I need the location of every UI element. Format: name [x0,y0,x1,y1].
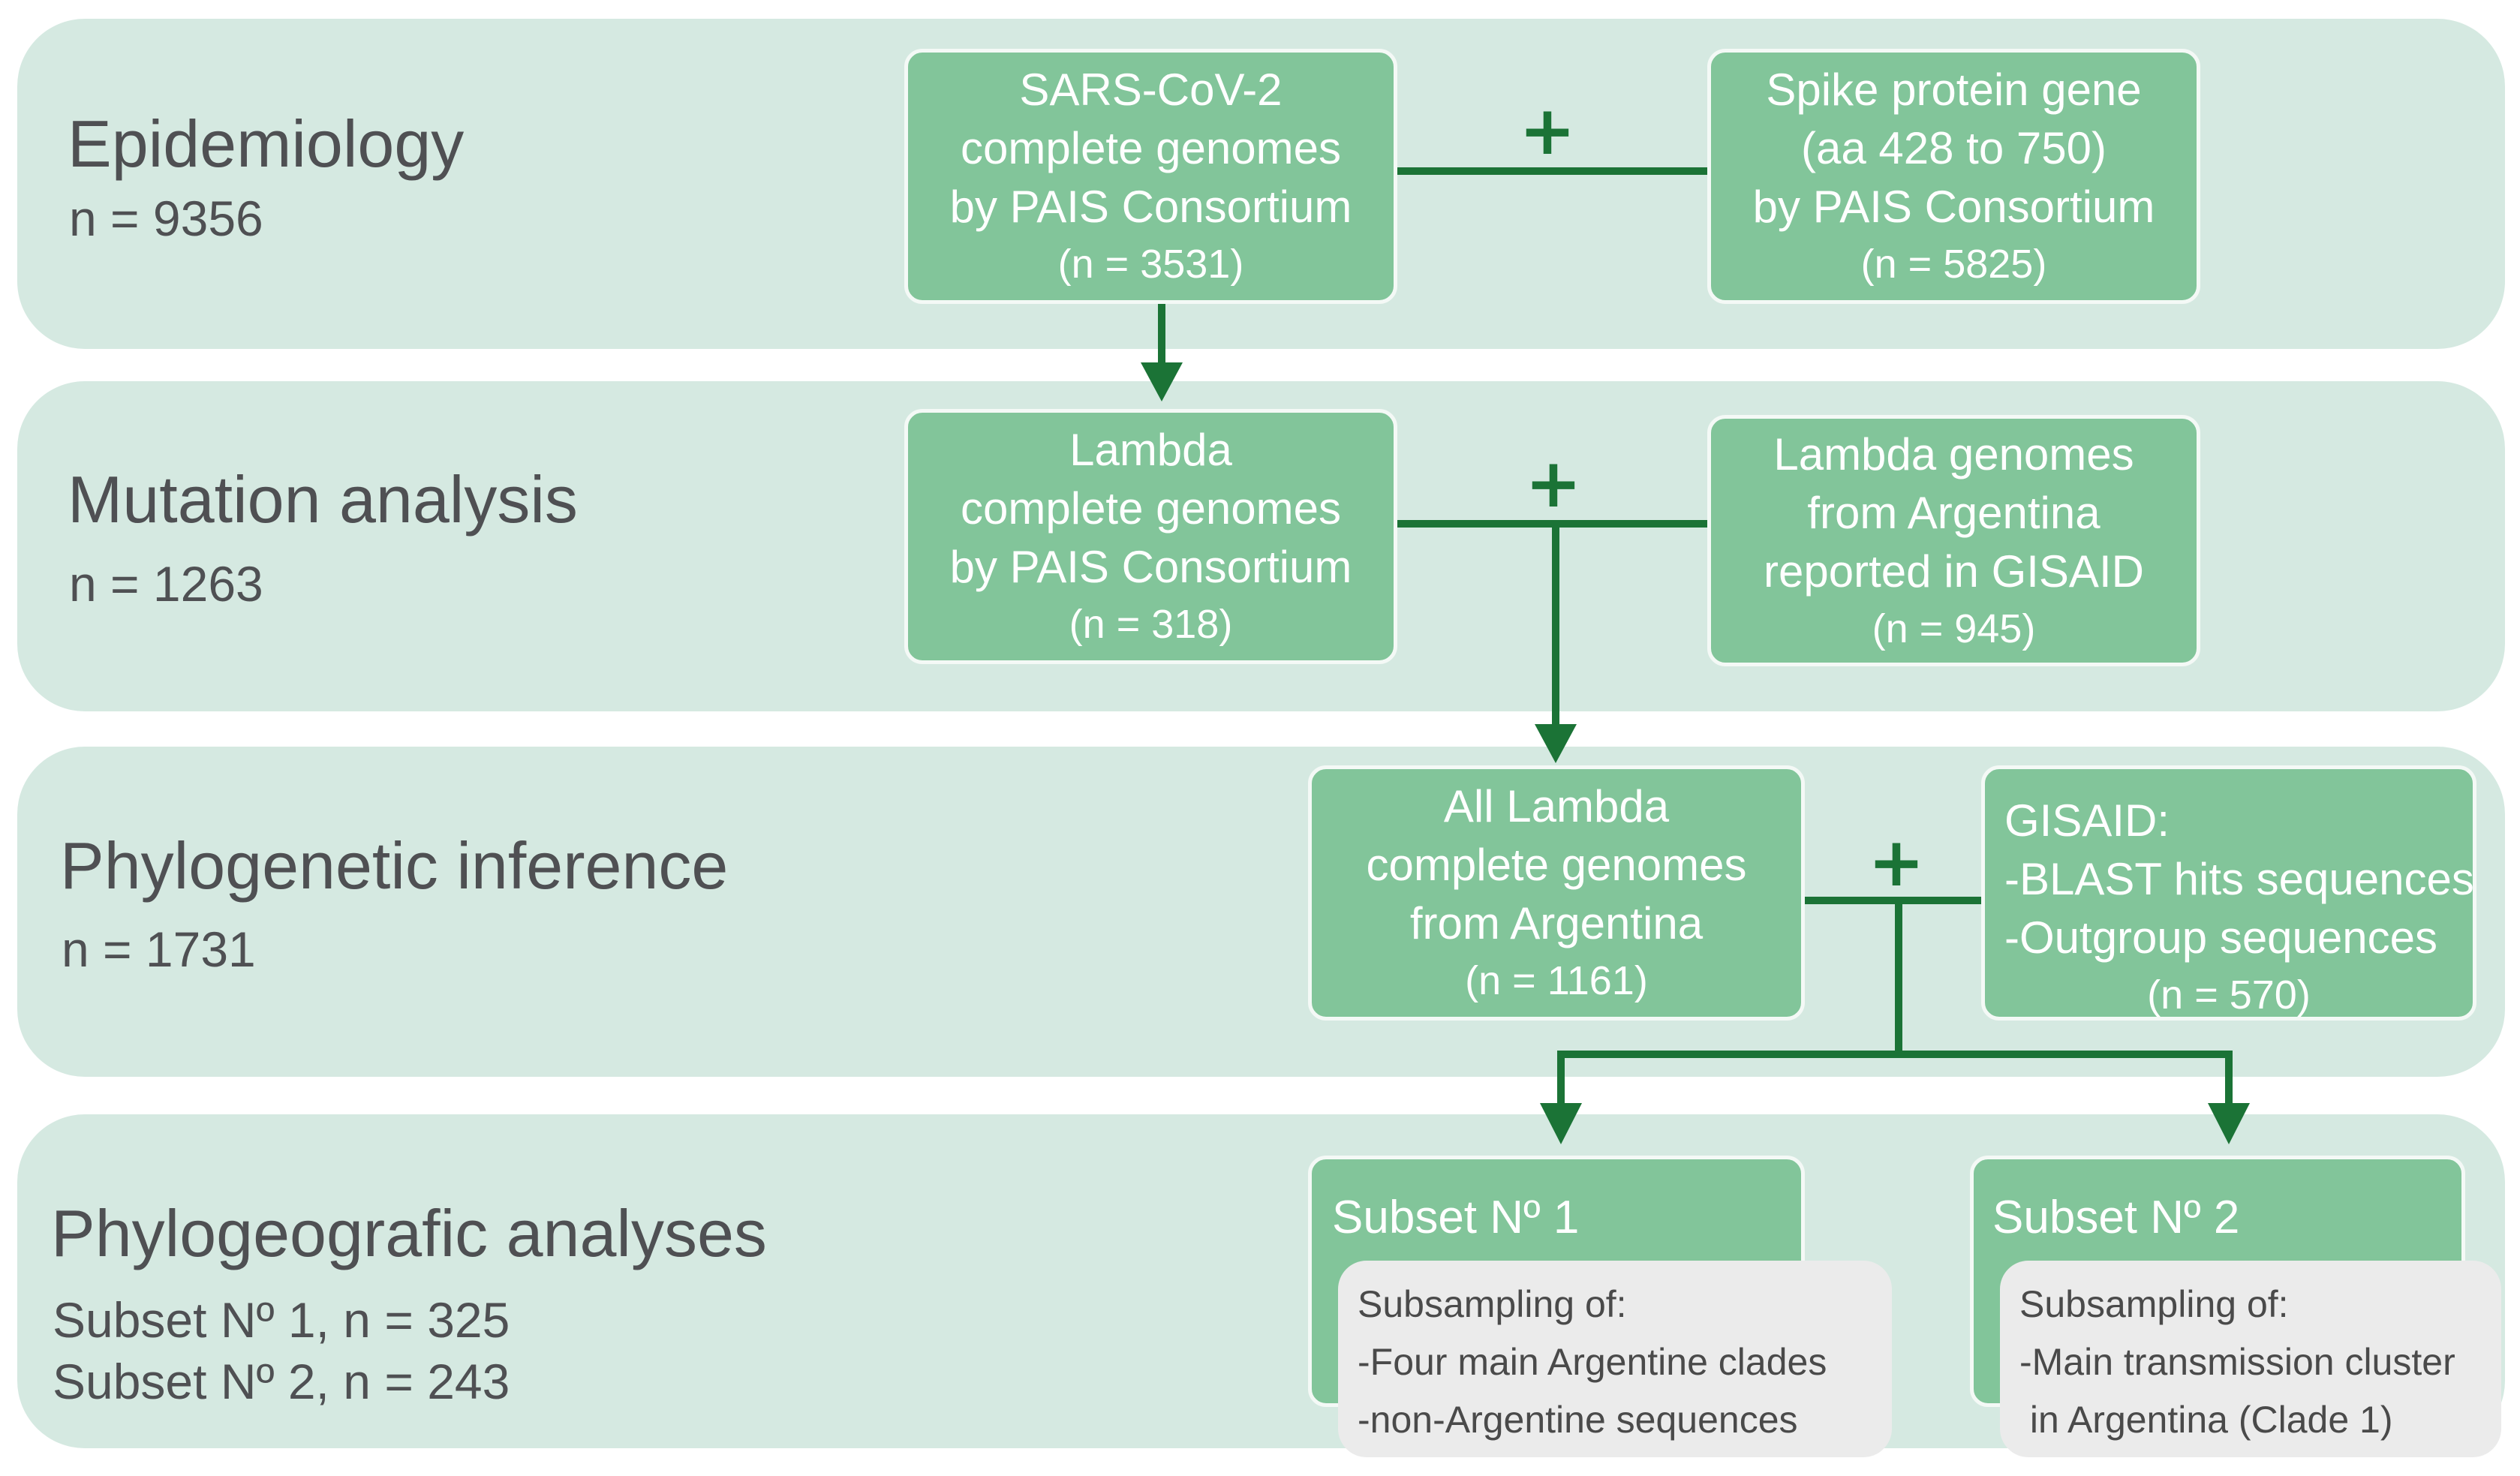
plus-sign-mutation: + [1525,444,1581,523]
arrowhead-to-subset2 [2208,1103,2250,1144]
mutation-title: Mutation analysis [68,462,578,537]
plus-sign-phylogenetic: + [1868,823,1924,902]
mutation-count: n = 1263 [69,556,263,612]
subset-2-note: Subsampling of: -Main transmission clust… [2000,1261,2501,1457]
box-all-lambda-genomes: All Lambda complete genomes from Argenti… [1308,765,1805,1021]
subset-1-note: Subsampling of: -Four main Argentine cla… [1338,1261,1892,1457]
phylogeografic-subset2-count: Subset Nº 2, n = 243 [53,1354,510,1409]
box-lambda-pais-genomes: Lambda complete genomes by PAIS Consorti… [904,409,1397,664]
box-lambda-gisaid-genomes: Lambda genomes from Argentina reported i… [1707,415,2200,666]
epidemiology-title: Epidemiology [68,107,465,181]
connector-split [1557,1051,2233,1103]
phylogeografic-subset1-count: Subset Nº 1, n = 325 [53,1292,510,1348]
epidemiology-count: n = 9356 [69,191,263,246]
box-sars-cov2-genomes: SARS-CoV-2 complete genomes by PAIS Cons… [904,49,1397,304]
box-gisaid-blast-outgroup: GISAID: -BLAST hits sequences -Outgroup … [1981,765,2476,1021]
arrowhead-to-all-lambda [1535,724,1577,763]
box-spike-protein-gene: Spike protein gene (aa 428 to 750) by PA… [1707,49,2200,304]
phylogenetic-count: n = 1731 [62,921,256,977]
plus-sign-epidemiology: + [1519,92,1575,170]
phylogenetic-title: Phylogenetic inference [60,828,729,903]
arrowhead-to-lambda-pais [1141,362,1183,401]
subset-1-title: Subset Nº 1 [1332,1192,1580,1243]
phylogeografic-title: Phylogeografic analyses [51,1196,767,1270]
arrowhead-to-subset1 [1540,1103,1582,1144]
subset-2-title: Subset Nº 2 [1992,1192,2240,1243]
